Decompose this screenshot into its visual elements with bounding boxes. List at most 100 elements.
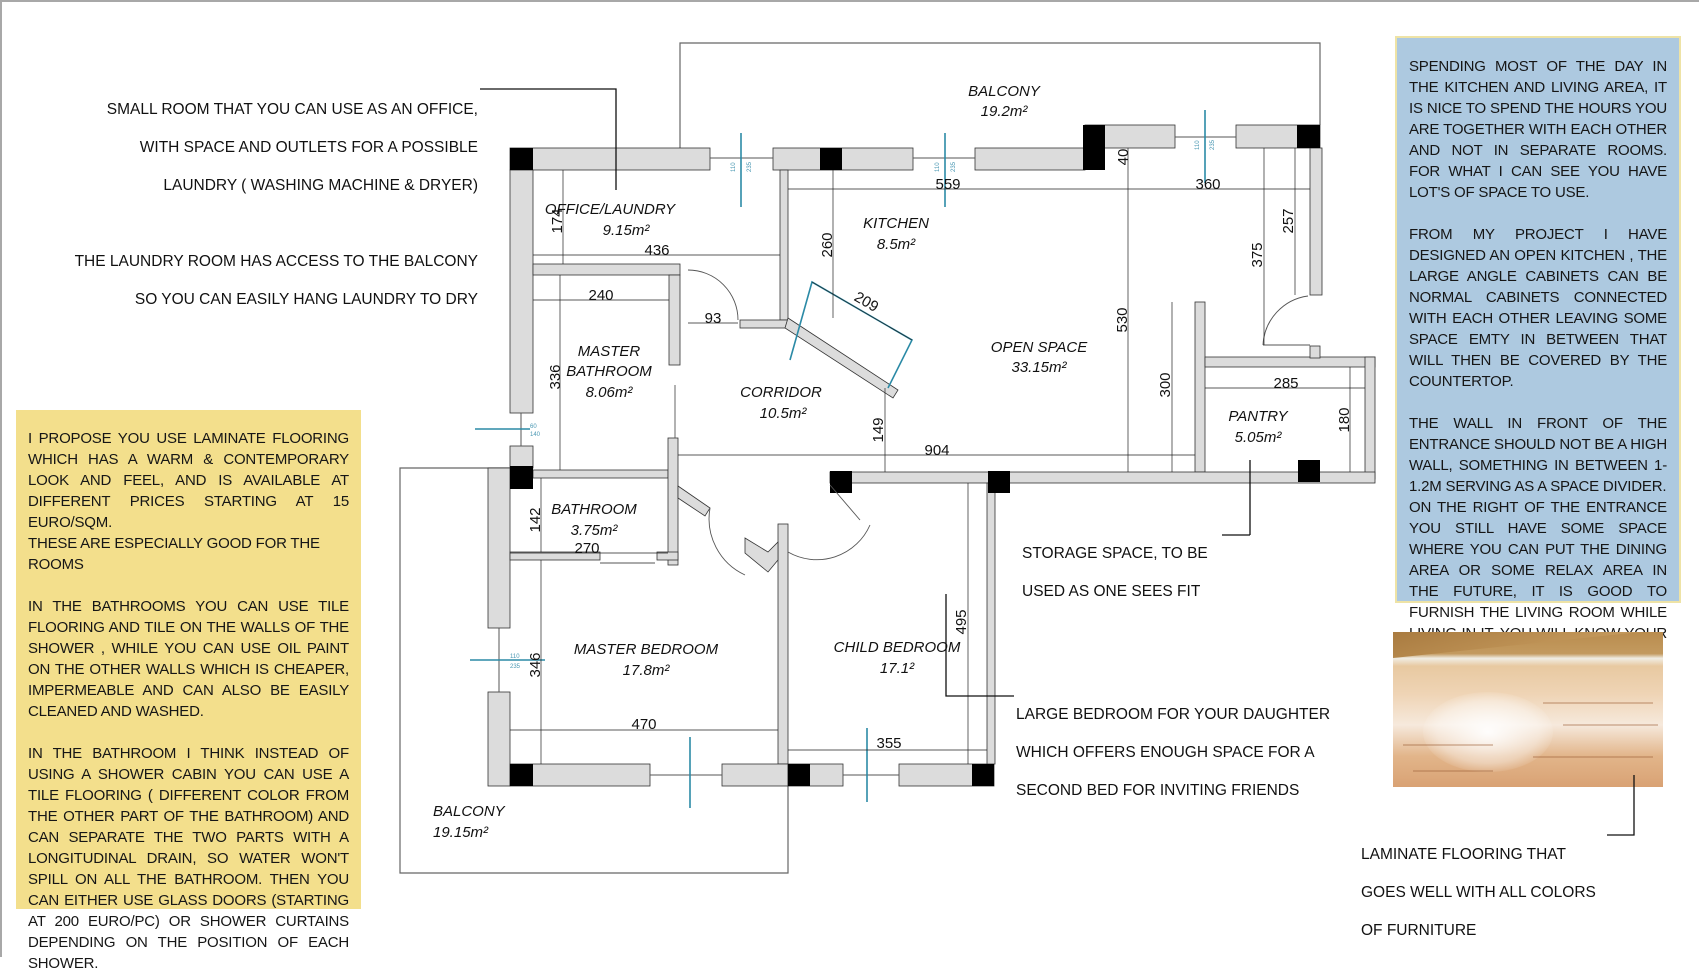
dim-label: 260 [819, 232, 836, 257]
wall [668, 274, 681, 366]
wall [509, 169, 534, 414]
storage-callout: STORAGE SPACE, TO BE USED AS ONE SEES FI… [1022, 525, 1208, 620]
photo-plank [1413, 770, 1493, 772]
wall [772, 147, 914, 171]
door-swing [787, 524, 871, 561]
room-area: 17.1² [880, 660, 915, 677]
wall [487, 467, 511, 629]
panel-paragraph: FROM MY PROJECT I HAVE DESIGNED AN OPEN … [1409, 226, 1667, 390]
room-name: PANTRY [1228, 408, 1288, 425]
leader-lines [480, 88, 1635, 836]
bedroom-leader [945, 594, 1014, 697]
wall [487, 691, 511, 787]
window-tag: 110 [1195, 140, 1201, 150]
dim-label: 93 [705, 310, 722, 327]
room-name: OPEN SPACE [991, 339, 1088, 356]
dim-label: 495 [953, 609, 970, 634]
dim-label: 142 [527, 507, 544, 532]
room-name: CHILD BEDROOM [834, 639, 961, 656]
panel-paragraph: ON THE RIGHT OF THE ENTRANCE YOU STILL H… [1409, 499, 1667, 663]
photo-plank [1543, 702, 1653, 704]
room-name: MASTER [578, 343, 641, 360]
panel-paragraph: IN THE BATHROOMS YOU CAN USE TILE FLOORI… [28, 598, 349, 720]
window-tag: 60 [530, 424, 537, 430]
bottom-balcony-outline [399, 467, 789, 874]
room-labels: BALCONY 19.2m² OFFICE/LAUNDRY 9.15m² KIT… [433, 83, 1289, 841]
dim-label: 355 [876, 735, 901, 752]
room-area: 8.5m² [877, 236, 916, 253]
door-swing [687, 269, 739, 321]
wall [777, 523, 789, 765]
flooring-callout-line: GOES WELL WITH ALL COLORS [1361, 884, 1596, 901]
wall [509, 551, 601, 561]
bedroom-callout-line: WHICH OFFERS ENOUGH SPACE FOR A [1016, 744, 1315, 761]
office-leader [480, 88, 617, 190]
wall [829, 471, 1376, 484]
dim-label: 559 [935, 176, 960, 193]
door-swing [708, 507, 746, 576]
bedroom-callout-line: SECOND BED FOR INVITING FRIENDS [1016, 782, 1300, 799]
wall [1364, 356, 1376, 480]
photo-plank [1403, 744, 1493, 746]
wall [739, 319, 789, 329]
room-name: KITCHEN [863, 215, 929, 232]
column [1298, 460, 1320, 482]
room-area: 10.5m² [760, 405, 808, 422]
dim-label: 346 [527, 652, 544, 677]
laminate-floor-photo [1393, 632, 1663, 787]
wall-diagonal [744, 537, 779, 573]
dim-line [811, 281, 913, 341]
room-name: OFFICE/LAUNDRY [545, 201, 676, 218]
dim-label: 904 [924, 442, 949, 459]
dim-label: 209 [851, 288, 881, 315]
room-area: 33.15m² [1011, 359, 1067, 376]
storage-callout-line: USED AS ONE SEES FIT [1022, 583, 1201, 600]
flooring-callout-line: OF FURNITURE [1361, 922, 1477, 939]
dim-label: 180 [1336, 407, 1353, 432]
office-callout: SMALL ROOM THAT YOU CAN USE AS AN OFFICE… [60, 81, 478, 328]
dim-label: 336 [547, 364, 564, 389]
room-area: 17.8m² [623, 662, 671, 679]
bedroom-callout: LARGE BEDROOM FOR YOUR DAUGHTER WHICH OF… [1016, 686, 1330, 819]
dim-label: 300 [1157, 372, 1174, 397]
room-area: 19.15m² [433, 824, 489, 841]
dim-label: 360 [1195, 176, 1220, 193]
column [510, 466, 533, 489]
wall-diagonal [784, 317, 899, 399]
room-name: BALCONY [433, 803, 506, 820]
door-leaf [829, 484, 861, 521]
flooring-callout: LAMINATE FLOORING THAT GOES WELL WITH AL… [1361, 826, 1596, 959]
balcony-outlines [399, 42, 1321, 874]
room-area: 3.75m² [571, 522, 619, 539]
room-name: BALCONY [968, 83, 1041, 100]
panel-paragraph: I PROPOSE YOU USE LAMINATE FLOORING WHIC… [28, 430, 349, 531]
wall [509, 147, 711, 171]
window-tag: 110 [510, 654, 520, 660]
window-tag: 110 [935, 162, 941, 172]
wall [779, 169, 789, 321]
wall [1204, 356, 1376, 368]
room-name: BATHROOM [551, 501, 637, 518]
column [830, 471, 852, 493]
storage-callout-line: STORAGE SPACE, TO BE [1022, 545, 1208, 562]
door-swing [1262, 295, 1309, 346]
flooring-callout-line: LAMINATE FLOORING THAT [1361, 846, 1566, 863]
window-tag: 110 [731, 162, 737, 172]
office-callout-line: LAUNDRY ( WASHING MACHINE & DRYER) [163, 177, 478, 194]
column [510, 148, 533, 170]
room-name: CORRIDOR [740, 384, 822, 401]
wall [986, 482, 996, 765]
room-name: MASTER BEDROOM [574, 641, 719, 658]
dim-label: 270 [574, 540, 599, 557]
photo-glare [1423, 692, 1553, 772]
window-tags: 110 235 110 235 110 235 60 140 110 235 [510, 139, 1216, 670]
bedroom-callout-line: LARGE BEDROOM FOR YOUR DAUGHTER [1016, 706, 1331, 723]
top-balcony-outline [679, 42, 1321, 148]
column [1297, 125, 1320, 148]
dim-label: 257 [1280, 208, 1297, 233]
columns [510, 125, 1320, 786]
column [988, 471, 1010, 493]
wall-diagonal [677, 485, 711, 517]
window-tag: 235 [951, 161, 957, 172]
